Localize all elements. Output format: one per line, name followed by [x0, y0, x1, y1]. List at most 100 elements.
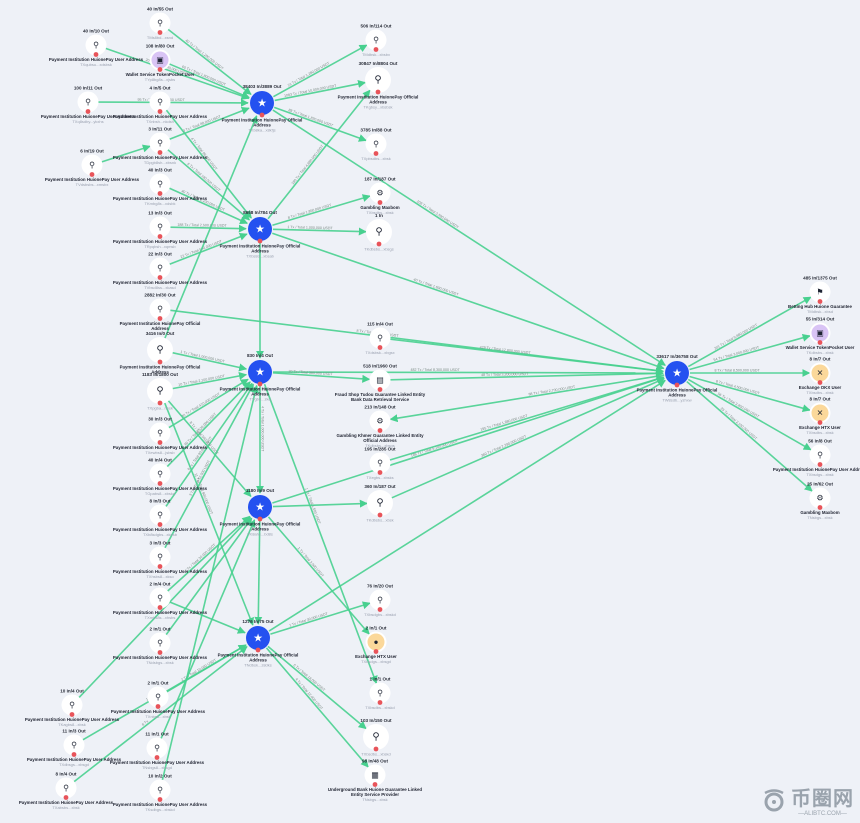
edge[interactable]: 11 Tx / Total 900,000 USDT	[163, 401, 254, 626]
edge[interactable]: 20 Tx / Total 380,000 USDT	[272, 369, 371, 383]
node-circle[interactable]	[367, 490, 393, 516]
edge[interactable]: 3 Tx / Total 88,000 USDT	[168, 107, 250, 141]
node-circle[interactable]	[77, 91, 99, 113]
node-circle[interactable]	[149, 257, 171, 279]
edge-line[interactable]	[168, 107, 250, 141]
edge-line[interactable]	[166, 28, 252, 95]
edge[interactable]: 48 Tx / Total 3,200,000 USDT	[389, 369, 664, 381]
edge[interactable]: 88 Tx / Total 2,700,000 USDT	[389, 374, 665, 423]
edge-line[interactable]	[168, 62, 250, 99]
node-circle[interactable]	[809, 281, 831, 303]
edge-line[interactable]	[389, 369, 664, 381]
edge[interactable]: 1 Tx / Total 1,000,000 USDT	[272, 225, 367, 236]
node-circle[interactable]	[85, 34, 107, 56]
edge-line[interactable]	[389, 338, 664, 375]
edge-line[interactable]	[163, 383, 255, 550]
edge-line[interactable]	[171, 372, 248, 390]
edge-line[interactable]	[167, 399, 252, 498]
node-circle[interactable]	[149, 632, 171, 654]
node-circle[interactable]	[61, 694, 83, 716]
node-circle[interactable]	[147, 686, 169, 708]
edge-line[interactable]	[166, 515, 251, 593]
node-circle[interactable]	[147, 378, 173, 404]
edge[interactable]	[272, 499, 368, 508]
node-circle[interactable]	[365, 29, 387, 51]
node-circle[interactable]	[665, 361, 689, 385]
node-circle[interactable]	[365, 133, 387, 155]
edge-line[interactable]	[686, 380, 813, 492]
edge[interactable]: 25 Tx / Total 2,100,000 USDT	[686, 380, 813, 492]
edge-line[interactable]	[274, 80, 367, 102]
node-circle[interactable]	[149, 173, 171, 195]
node-circle[interactable]	[146, 737, 168, 759]
edge-line[interactable]	[272, 227, 367, 236]
edge-line[interactable]	[77, 516, 251, 699]
edge[interactable]: 8 Tx / Total 8,500,000 USDT	[690, 369, 811, 377]
node-circle[interactable]	[369, 327, 391, 349]
edge[interactable]	[77, 516, 251, 699]
node-circle[interactable]	[81, 154, 103, 176]
edge[interactable]	[159, 519, 256, 740]
edge-line[interactable]	[164, 382, 253, 508]
edge-line[interactable]	[161, 384, 259, 781]
edge[interactable]: 482 Tx / Total 8,300,000 USDT	[272, 368, 664, 377]
edge-line[interactable]	[165, 108, 252, 219]
edge-line[interactable]	[171, 351, 248, 372]
edge-line[interactable]	[72, 645, 248, 783]
node-circle[interactable]	[149, 91, 171, 113]
edge[interactable]: 40 Tx / Total 520,000 USDT	[166, 381, 251, 468]
edge[interactable]: 108 Tx / Total 3,500,000 USDT	[272, 109, 666, 367]
node-circle[interactable]	[363, 724, 389, 750]
edge-line[interactable]	[272, 372, 371, 383]
edge[interactable]: 1 Tx / Total 1,500 USDT	[263, 383, 378, 684]
node-circle[interactable]	[149, 12, 171, 34]
edge[interactable]: 4 Tx / Total 12,000 USDT	[265, 647, 369, 768]
edge-line[interactable]	[265, 647, 369, 768]
node-circle[interactable]	[149, 504, 171, 526]
edge-line[interactable]	[267, 89, 371, 220]
node-circle[interactable]	[149, 779, 171, 801]
edge-line[interactable]	[163, 401, 254, 626]
edge[interactable]: 8 Tx / Total 1,850,000 USDT	[272, 194, 371, 227]
edge[interactable]	[164, 517, 253, 636]
edge-line[interactable]	[390, 377, 665, 499]
edge[interactable]	[168, 600, 246, 634]
edge-line[interactable]	[169, 224, 247, 233]
node-circle[interactable]	[149, 132, 171, 154]
edge[interactable]	[268, 379, 666, 632]
node-circle[interactable]	[366, 219, 392, 245]
edge[interactable]: 95 Tx / Total 1,880,000 USDT	[97, 98, 249, 107]
edge-line[interactable]	[273, 106, 367, 142]
edge-line[interactable]	[272, 368, 664, 377]
node-circle[interactable]	[63, 734, 85, 756]
node-circle[interactable]	[369, 452, 391, 474]
edge-line[interactable]	[270, 601, 371, 635]
edge-line[interactable]	[166, 381, 251, 468]
edge[interactable]: 8 Tx	[72, 645, 248, 783]
edge-line[interactable]	[268, 379, 666, 632]
